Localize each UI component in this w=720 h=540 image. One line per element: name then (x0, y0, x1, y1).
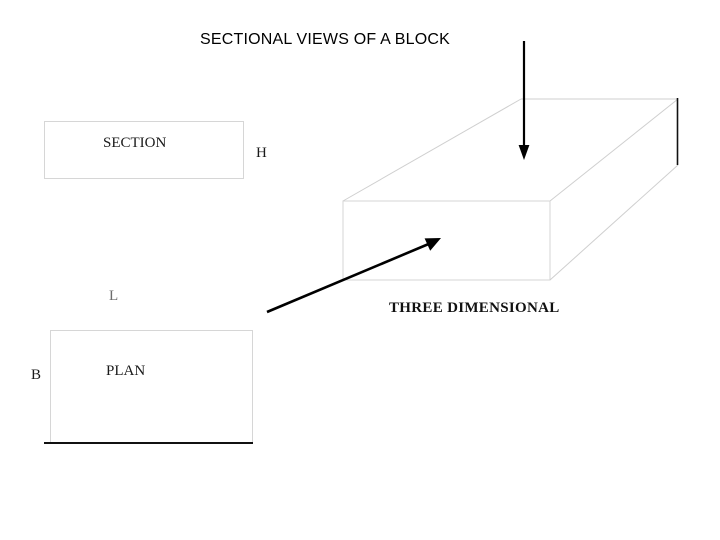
dimension-label-length: L (109, 288, 119, 304)
three-dimensional-view-label: THREE DIMENSIONAL (389, 300, 560, 316)
plan-view-box (50, 330, 253, 443)
block-receding-edges (342, 98, 679, 281)
plan-view-label: PLAN (106, 363, 146, 379)
view-direction-arrow-down (518, 41, 530, 160)
dimension-label-height: H (256, 145, 267, 161)
section-view-label: SECTION (103, 135, 167, 151)
dimension-label-breadth: B (31, 367, 42, 383)
block-front-face (342, 200, 551, 281)
plan-view-baseline (44, 442, 253, 444)
page-title: SECTIONAL VIEWS OF A BLOCK (200, 31, 451, 48)
section-view-box (44, 121, 244, 179)
